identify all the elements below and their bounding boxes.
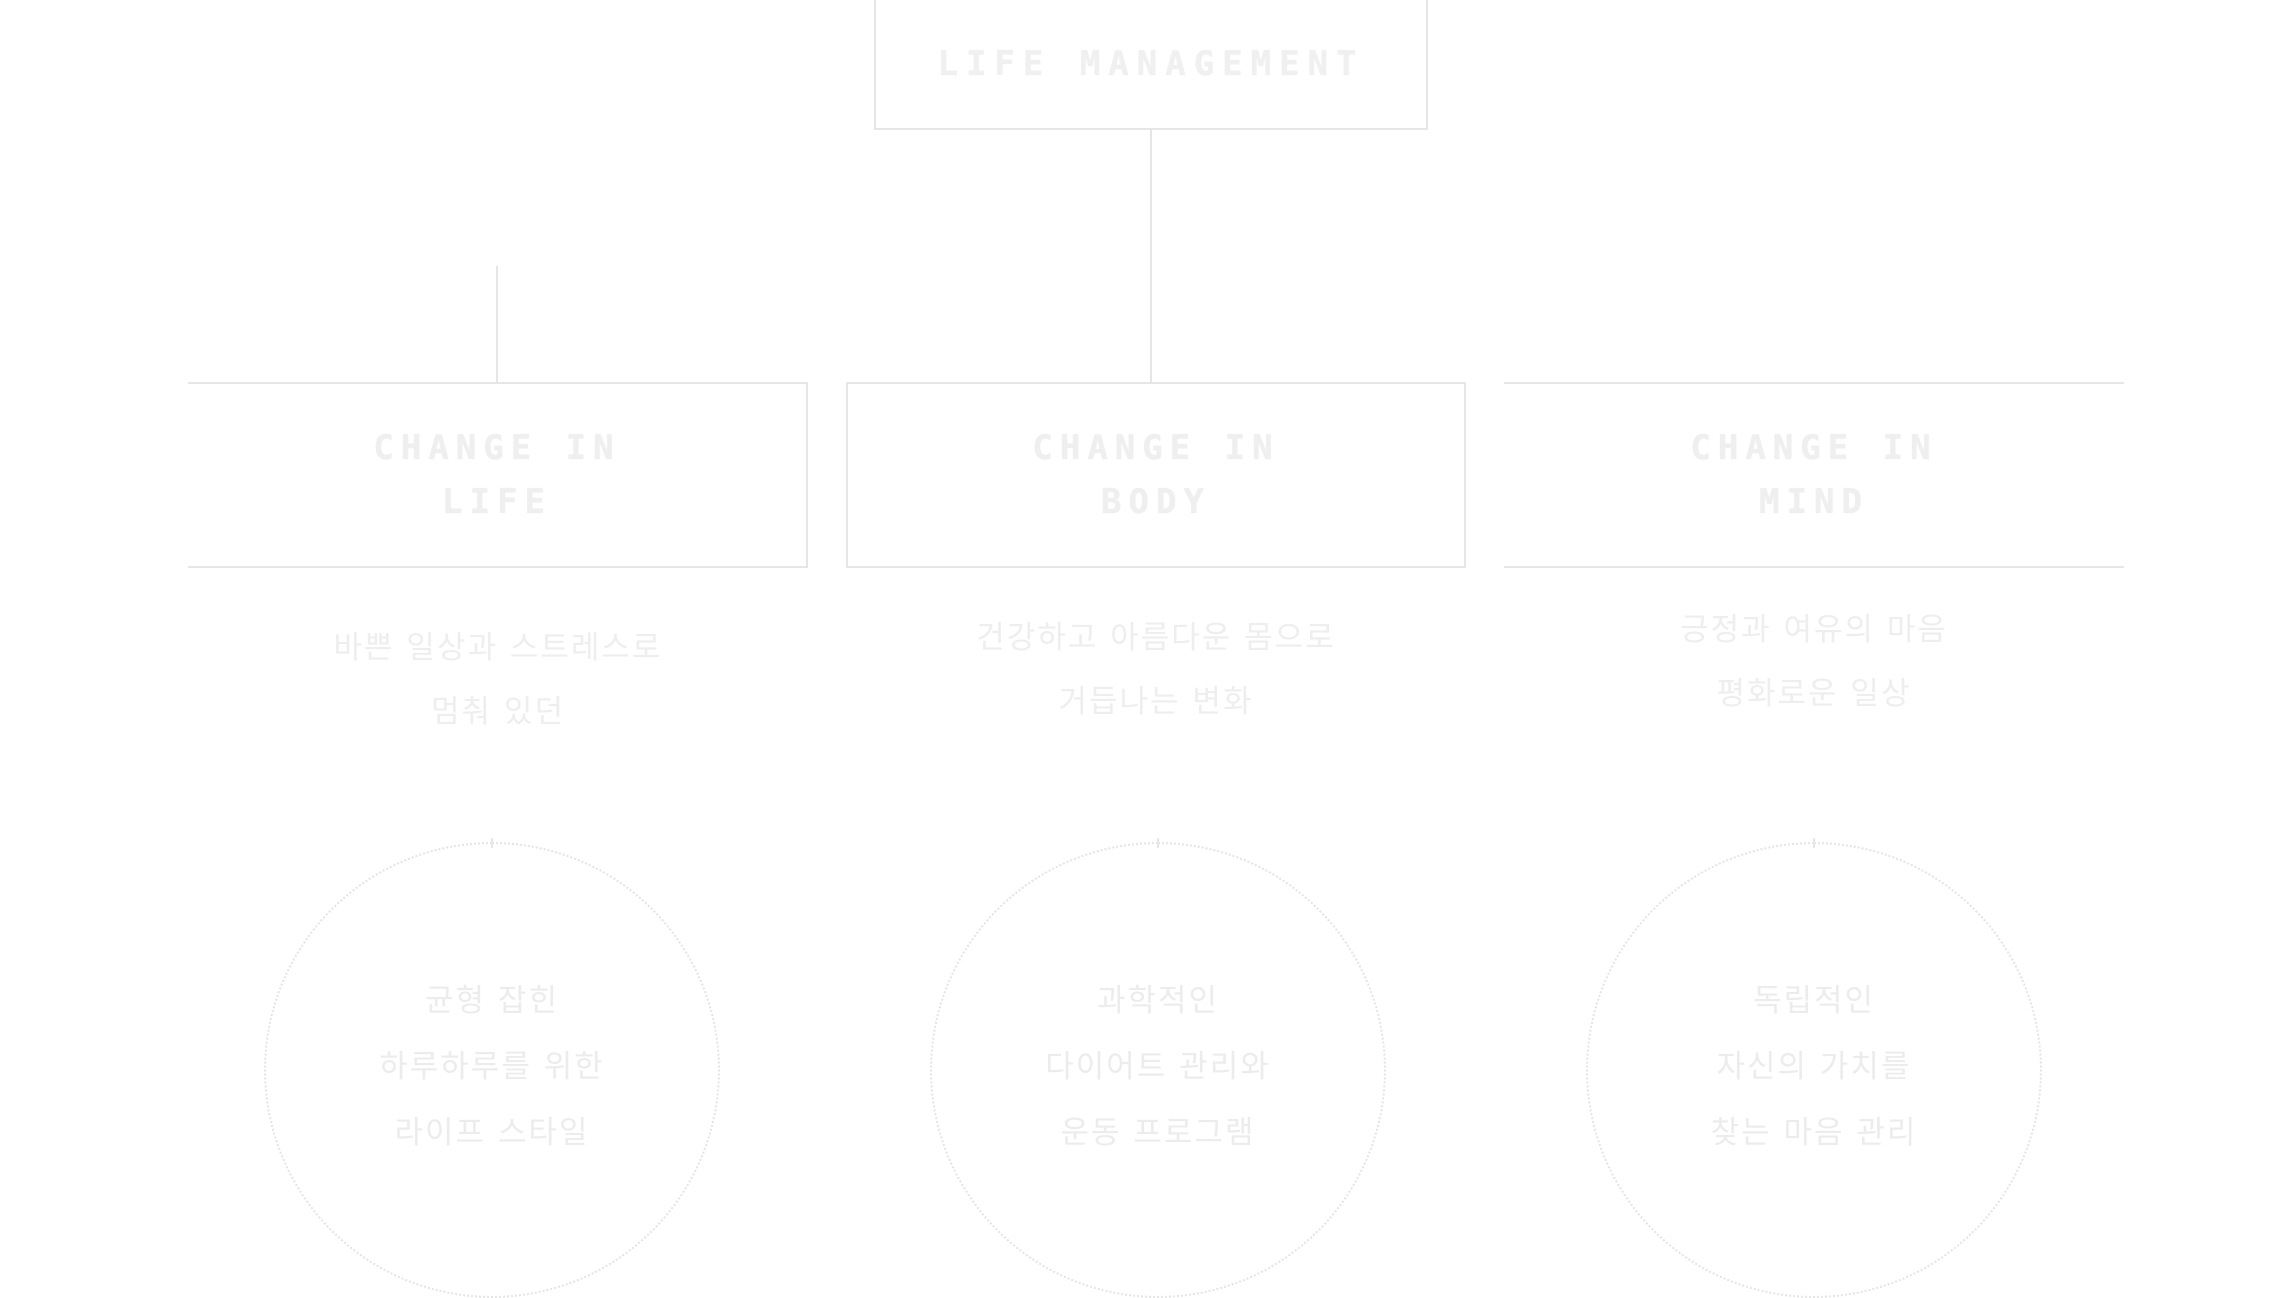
- branch-life-circle-text: 균형 잡힌 하루하루를 위한 라이프 스타일: [379, 983, 605, 1151]
- circle-body-top-tick: [1157, 838, 1159, 848]
- circle-life-top-tick: [491, 838, 493, 848]
- root-connector-line: [1150, 130, 1152, 382]
- branch-body-circle-text: 과학적인 다이어트 관리와 운동 프로그램: [1045, 983, 1271, 1151]
- circle-mind-top-tick: [1813, 838, 1815, 848]
- branch-body-description: 건강하고 아름다운 몸으로 거듭나는 변화: [976, 620, 1336, 720]
- branch-body-label: CHANGE IN BODY: [1032, 428, 1280, 522]
- branch-mind-circle: 독립적인 자신의 가치를 찾는 마음 관리: [1586, 842, 2042, 1298]
- branch-body-node: CHANGE IN BODY: [846, 382, 1466, 568]
- branch-mind-description: 긍정과 여유의 마음 평화로운 일상: [1680, 612, 1948, 712]
- branch-mind-label: CHANGE IN MIND: [1690, 428, 1938, 522]
- root-title: LIFE MANAGEMENT: [937, 44, 1365, 84]
- root-node: LIFE MANAGEMENT: [874, 0, 1428, 130]
- life-connector-line: [496, 266, 498, 382]
- branch-mind-node: CHANGE IN MIND: [1504, 382, 2124, 568]
- branch-life-circle: 균형 잡힌 하루하루를 위한 라이프 스타일: [264, 842, 720, 1298]
- branch-mind-circle-text: 독립적인 자신의 가치를 찾는 마음 관리: [1710, 983, 1918, 1151]
- branch-body-circle: 과학적인 다이어트 관리와 운동 프로그램: [930, 842, 1386, 1298]
- branch-life-description: 바쁜 일상과 스트레스로 멈춰 있던: [333, 630, 663, 730]
- branch-life-node: CHANGE IN LIFE: [188, 382, 808, 568]
- branch-life-label: CHANGE IN LIFE: [373, 428, 621, 522]
- branch-divider-left: [808, 382, 846, 384]
